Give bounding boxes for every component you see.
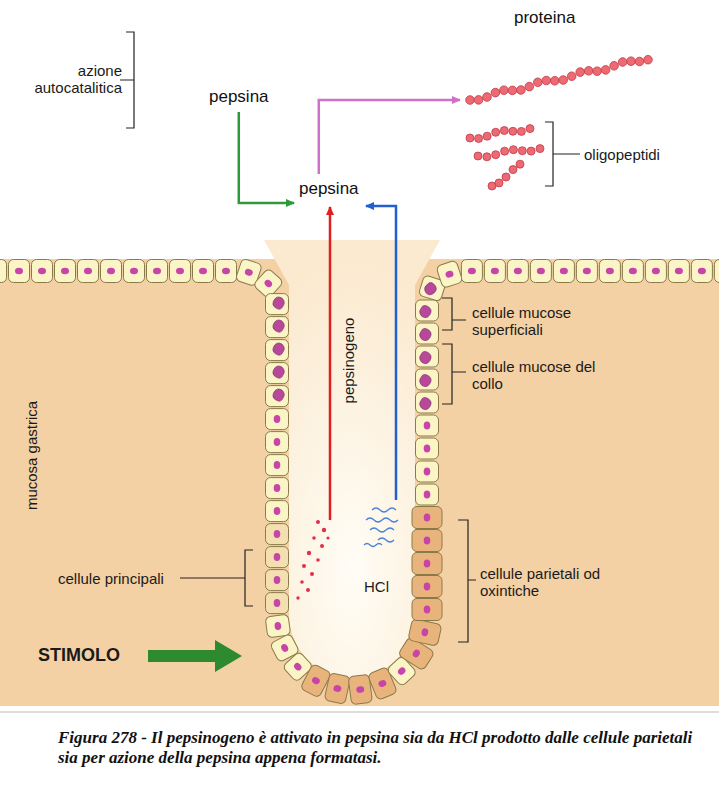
pepsinogen-granules — [296, 520, 329, 600]
part-label: oligopeptidi — [584, 146, 694, 163]
part-label: cellule mucose superficiali — [472, 304, 622, 338]
part-label: cellule parietali od oxintiche — [480, 565, 650, 599]
caption-divider — [0, 712, 719, 713]
node-text: proteina — [514, 8, 658, 28]
part-label: cellule principali — [58, 570, 180, 587]
protein-group: proteina — [462, 8, 658, 116]
enzyme-label-box: pepsina — [296, 176, 362, 202]
part-label: STIMOLO — [38, 645, 146, 665]
node-text: pepsina — [209, 87, 269, 107]
vertical-label: mucosa gastrica — [24, 400, 41, 509]
hcl-arrow — [366, 206, 396, 500]
vertical-label: pepsinogeno — [340, 317, 357, 403]
enzyme-label-box: pepsina — [206, 84, 272, 110]
pepsinogen-arrow — [329, 207, 332, 520]
flow-arrow — [239, 112, 294, 203]
stimulus-arrow — [148, 640, 242, 672]
epithelial-cells — [0, 258, 719, 705]
node-text: pepsina — [299, 179, 359, 199]
protein-beads — [466, 55, 653, 190]
flow-arrow — [319, 100, 460, 174]
part-label: cellule mucose del collo — [472, 358, 622, 392]
part-label: HCl — [364, 578, 404, 595]
figure-caption: Figura 278 - Il pepsinogeno è attivato i… — [58, 728, 698, 768]
part-label: azione autocatalitica — [22, 62, 122, 96]
hcl-squiggles — [364, 508, 398, 547]
